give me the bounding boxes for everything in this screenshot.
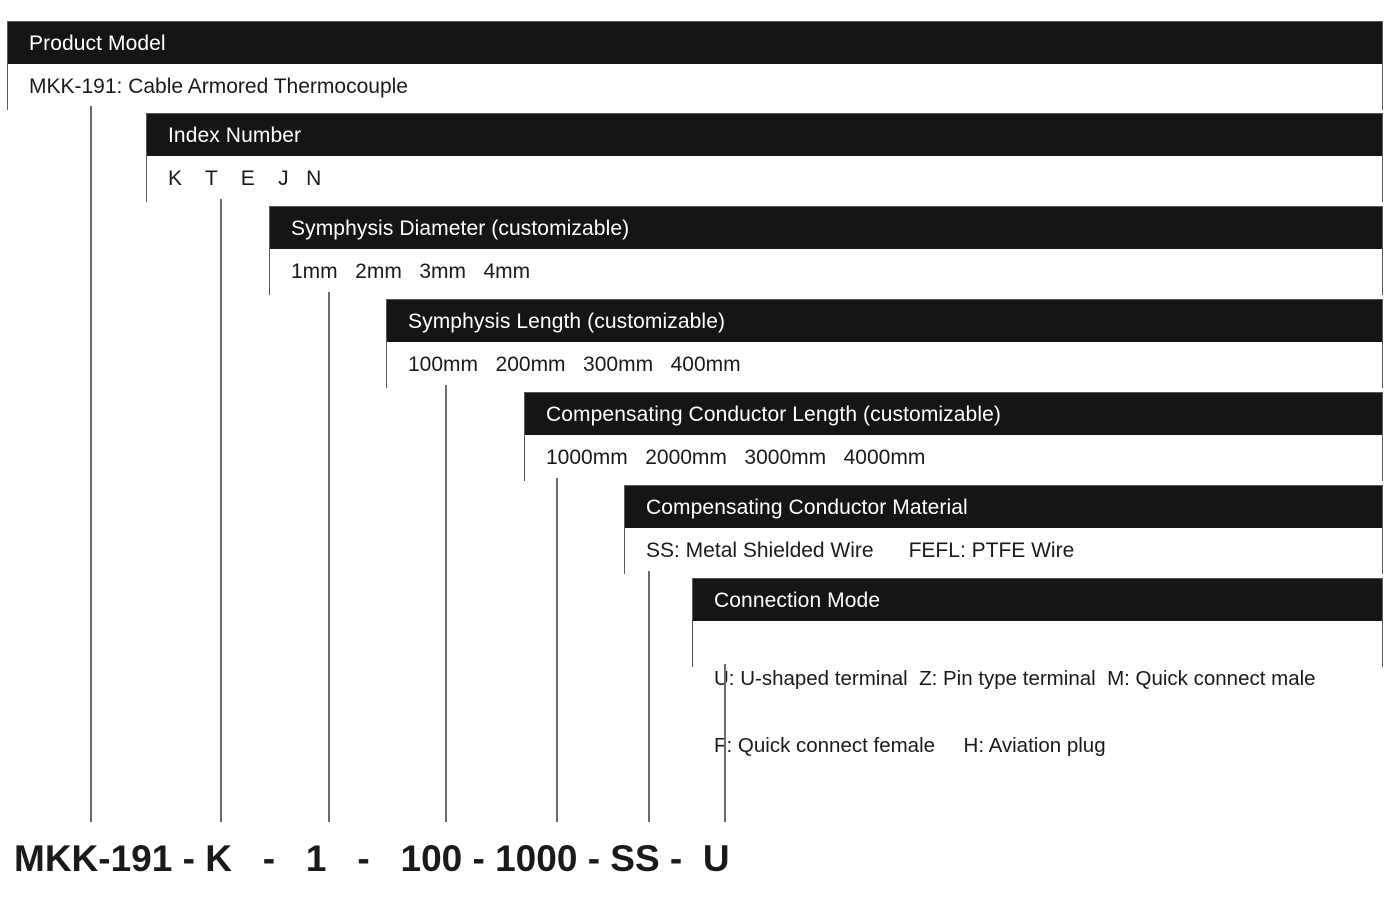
level-header-connection-mode: Connection Mode [693, 579, 1382, 621]
connector-line-symphysis-diameter [328, 292, 330, 822]
connector-line-connection-mode [724, 664, 726, 822]
connector-line-symphysis-length [445, 385, 447, 822]
level-header-symphysis-diameter: Symphysis Diameter (customizable) [270, 207, 1382, 249]
level-header-compensating-conductor-material: Compensating Conductor Material [625, 486, 1382, 528]
level-group-symphysis-diameter: Symphysis Diameter (customizable) 1mm 2m… [269, 206, 1383, 295]
level-group-symphysis-length: Symphysis Length (customizable) 100mm 20… [386, 299, 1383, 388]
level-header-index-number: Index Number [147, 114, 1382, 156]
level-values-symphysis-diameter: 1mm 2mm 3mm 4mm [270, 249, 1382, 295]
level-group-index-number: Index Number K T E J N [146, 113, 1383, 202]
level-values-connection-mode: U: U-shaped terminal Z: Pin type termina… [693, 621, 1382, 756]
level-values-compensating-conductor-material: SS: Metal Shielded Wire FEFL: PTFE Wire [625, 528, 1382, 574]
level-values-symphysis-length: 100mm 200mm 300mm 400mm [387, 342, 1382, 388]
level-header-symphysis-length: Symphysis Length (customizable) [387, 300, 1382, 342]
level-group-compensating-conductor-material: Compensating Conductor Material SS: Meta… [624, 485, 1383, 574]
model-code-string: MKK-191 - K - 1 - 100 - 1000 - SS - U [14, 838, 730, 879]
level-group-connection-mode: Connection Mode U: U-shaped terminal Z: … [692, 578, 1383, 756]
level-header-product-model: Product Model [8, 22, 1382, 64]
connection-mode-line-1: U: U-shaped terminal Z: Pin type termina… [714, 667, 1316, 691]
connection-mode-line-2: F: Quick connect female H: Aviation plug [714, 733, 1106, 757]
level-values-product-model: MKK-191: Cable Armored Thermocouple [8, 64, 1382, 110]
level-group-product-model: Product Model MKK-191: Cable Armored The… [7, 21, 1383, 110]
level-header-compensating-conductor-length: Compensating Conductor Length (customiza… [525, 393, 1382, 435]
connector-line-index-number [220, 199, 222, 822]
connector-line-compensating-conductor-material [648, 571, 650, 822]
level-values-compensating-conductor-length: 1000mm 2000mm 3000mm 4000mm [525, 435, 1382, 481]
level-values-index-number: K T E J N [147, 156, 1382, 202]
connector-line-product-model [90, 106, 92, 822]
connector-line-compensating-conductor-length [556, 478, 558, 822]
level-group-compensating-conductor-length: Compensating Conductor Length (customiza… [524, 392, 1383, 481]
